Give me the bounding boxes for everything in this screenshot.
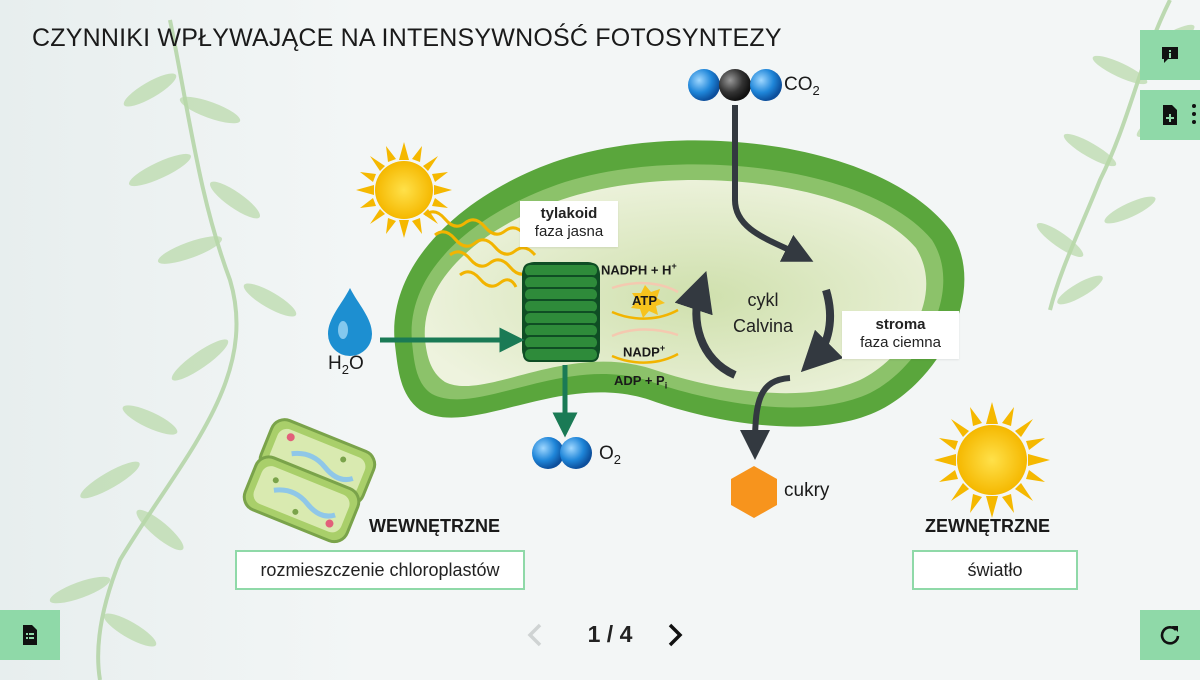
sugar-label: cukry: [784, 480, 830, 501]
atp-burst-icon: [631, 285, 665, 318]
thylakoid-label: tylakoid faza jasna: [520, 201, 618, 247]
thylakoid-name: tylakoid: [540, 205, 598, 222]
adp-label: ADP + Pi: [614, 373, 668, 391]
stroma-label: stroma faza ciemna: [842, 311, 959, 359]
nadph-label: NADPH + H+: [601, 261, 677, 278]
co2-arrow: [732, 105, 814, 262]
chloroplast-cells-illustration: [242, 418, 377, 544]
calvin-cycle-arrows: [674, 271, 844, 379]
page-title: CZYNNIKI WPŁYWAJĄCE NA INTENSYWNOŚĆ FOTO…: [32, 24, 782, 52]
sun-external-icon: [934, 402, 1050, 518]
oxygen-molecule-icon: [532, 437, 592, 469]
atp-cycle-arrows: [611, 281, 679, 364]
sugar-hexagon-icon: [731, 466, 777, 518]
info-icon: [1162, 47, 1178, 63]
atp-label: ATP: [632, 293, 658, 308]
o2-label: O2: [599, 443, 622, 467]
chloroplast: [394, 140, 965, 427]
document-button[interactable]: [0, 610, 60, 660]
plant-decoration-left: [49, 19, 297, 680]
external-factors-heading: ZEWNĘTRZNE: [925, 516, 1050, 536]
reload-icon: [1160, 626, 1180, 645]
document-icon: [23, 625, 37, 645]
add-document-icon: [1163, 105, 1177, 125]
nadp-label: NADP+: [623, 343, 666, 360]
more-vertical-icon[interactable]: [1192, 104, 1196, 128]
thylakoid-stack: [522, 262, 600, 362]
next-page-button[interactable]: [660, 617, 690, 653]
sugar-arrow: [740, 375, 791, 460]
co2-molecule-icon: [688, 69, 782, 101]
previous-page-button[interactable]: [520, 617, 550, 653]
water-drop-icon: [328, 288, 372, 356]
stroma-phase: faza ciemna: [860, 334, 941, 351]
page-indicator: 1 / 4: [587, 621, 633, 647]
pagination: 1 / 4: [520, 615, 690, 655]
sun-icon: [356, 142, 452, 238]
internal-factor-box[interactable]: rozmieszczenie chloroplastów: [235, 550, 525, 590]
stroma-name: stroma: [875, 316, 926, 333]
internal-factors-heading: WEWNĘTRZNE: [369, 516, 500, 536]
info-button[interactable]: [1140, 30, 1200, 80]
thylakoid-phase: faza jasna: [534, 223, 604, 240]
reload-button[interactable]: [1140, 610, 1200, 660]
add-document-button[interactable]: [1140, 90, 1200, 140]
external-factor-box[interactable]: światło: [912, 550, 1078, 590]
h2o-label: H2O: [328, 353, 364, 377]
co2-label: CO2: [784, 74, 820, 98]
